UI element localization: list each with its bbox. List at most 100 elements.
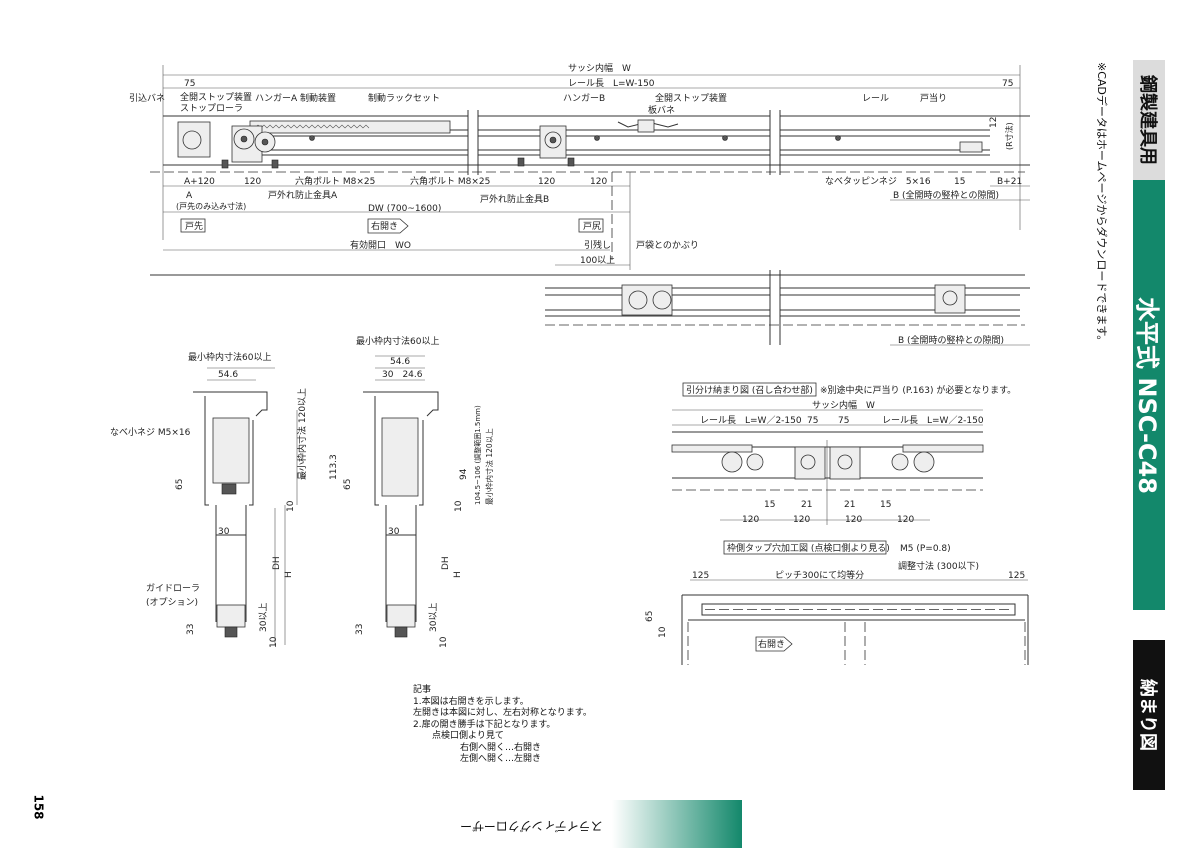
sash-width-label: サッシ内幅 W	[568, 62, 631, 74]
right-adjust-range: 104.5~106 (調整範囲1.5mm)	[473, 405, 482, 505]
door-tail-label: 戸尻	[583, 221, 601, 232]
right-min-height: 最小枠内寸法 120以上	[484, 428, 494, 505]
pocket-overlap-label: 戸袋とのかぶり	[636, 239, 699, 251]
dim-120-b: 120	[538, 177, 555, 187]
right-dim-113-3: 113.3	[329, 454, 339, 480]
b-gap-note: B (全開時の竪枠との隙間)	[893, 189, 999, 201]
cad-download-note: ※CADデータはホームページからダウンロードできます。	[1095, 62, 1120, 362]
section-left: 最小枠内寸法60以上 54.6 なべ小ネジ M5×16 65 最小枠内寸法 12…	[110, 351, 308, 648]
right-dim-30min: 30以上	[428, 603, 439, 632]
label-hex-bolt-2: 六角ボルト M8×25	[410, 175, 490, 187]
dim-a-plus-120: A+120	[184, 177, 215, 187]
dim-15: 15	[954, 177, 965, 187]
tap-hole-10: 10	[658, 626, 668, 638]
right-open-label: 右開き	[371, 220, 398, 232]
label-full-open-stop-2: 全開ストップ装置	[655, 92, 727, 104]
top-view-labels: サッシ内幅 W レール長 L=W-150 75 75 引込バネ 全開ストップ装置…	[129, 62, 1022, 266]
page-number: 158	[31, 794, 46, 820]
left-dim-10a: 10	[286, 500, 296, 512]
label-brake-device: 制動装置	[300, 92, 336, 104]
bi-parting-note: ※別途中央に戸当り (P.163) が必要となります。	[820, 384, 1016, 396]
tap-hole-title: 枠側タップ穴加工図 (点検口側より見る)	[727, 542, 890, 554]
label-tapping-screw: なべタッピンネジ 5×16	[825, 176, 931, 187]
full-open-view: B (全開時の竪枠との隙間)	[545, 270, 1030, 346]
bi-parting-sash-width: サッシ内幅 W	[812, 399, 875, 411]
bi-parting-120-4: 120	[897, 515, 914, 525]
section-label: 納まり図	[1137, 679, 1158, 751]
dim-75-right: 75	[1002, 79, 1013, 89]
tap-hole-spec: M5 (P=0.8)	[900, 544, 951, 554]
right-dim-30: 30	[388, 527, 400, 537]
notes-block: 記事 1.本図は右開きを示します。 左開きは本図に対し、左右対称となります。 2…	[413, 685, 592, 766]
label-anti-derail-b: 戸外れ防止金具B	[480, 193, 549, 205]
door-tip-label: 戸先	[185, 220, 203, 232]
label-rail: レール	[862, 94, 889, 104]
left-dh: DH	[272, 556, 282, 570]
bi-parting-75-right: 75	[838, 416, 849, 426]
left-dim-65: 65	[175, 479, 185, 490]
footer-title: スライディングクローザー	[460, 819, 603, 833]
left-screw-label: なべ小ネジ M5×16	[110, 427, 191, 438]
label-hanger-b: ハンガーB	[563, 93, 605, 104]
left-dim-54-6: 54.6	[218, 370, 238, 380]
footer-gradient-band	[612, 800, 742, 848]
cad-download-text: ※CADデータはホームページからダウンロードできます。	[1095, 62, 1108, 347]
label-full-open-stop: 全開ストップ装置	[180, 91, 252, 103]
bi-parting-title: 引分け納まり図 (召し合わせ部)	[686, 384, 813, 396]
label-anti-derail-a: 戸外れ防止金具A	[268, 189, 338, 201]
min-100-label: 100以上	[580, 255, 615, 266]
right-dim-10a: 10	[454, 500, 464, 512]
dim-dw: DW (700~1600)	[368, 204, 441, 214]
guide-roller-label: ガイドローラ	[146, 583, 200, 594]
left-dim-30min: 30以上	[258, 603, 269, 632]
left-dim-33: 33	[186, 624, 196, 635]
label-stop-roller: ストップローラ	[180, 103, 243, 114]
tap-hole-125-right: 125	[1008, 571, 1025, 581]
note-line: 左開きは本図に対し、左右対称となります。	[413, 708, 592, 718]
bi-parting-drawing: 引分け納まり図 (召し合わせ部) ※別途中央に戸当り (P.163) が必要とな…	[671, 382, 1016, 525]
tap-hole-pitch: ピッチ300にて均等分	[775, 569, 864, 581]
dim-a: A	[186, 191, 193, 201]
notes-title: 記事	[413, 685, 432, 695]
rail-length-label: レール長 L=W-150	[568, 78, 655, 89]
tap-hole-right-open: 右開き	[758, 638, 785, 650]
label-hex-bolt-1: 六角ボルト M8×25	[295, 175, 375, 187]
bi-parting-21-right: 21	[844, 500, 855, 510]
dim-75-left: 75	[184, 79, 195, 89]
left-dim-30: 30	[218, 527, 230, 537]
label-brake-rack-set: 制動ラックセット	[368, 92, 440, 104]
label-hanger-a: ハンガーA	[255, 93, 298, 104]
bi-parting-120-1: 120	[742, 515, 759, 525]
section-right: 最小枠内寸法60以上 54.6 30 24.6 113.3 65 94 104.…	[329, 335, 494, 648]
category-tab: 鋼製建具用	[1133, 60, 1165, 180]
bi-parting-120-3: 120	[845, 515, 862, 525]
right-min-frame: 最小枠内寸法60以上	[356, 335, 439, 347]
right-h: H	[453, 571, 463, 578]
bi-parting-rail-right: レール長 L=W／2-150	[882, 415, 984, 426]
lower-b-gap-note: B (全開時の竪枠との隙間)	[898, 334, 1004, 346]
left-min-height: 最小枠内寸法 120以上	[296, 388, 308, 480]
product-label: 水平式 NSC-C48	[1132, 296, 1161, 494]
left-dim-10b: 10	[269, 636, 279, 648]
dim-b-plus-21: B+21	[997, 177, 1022, 187]
bi-parting-rail-left: レール長 L=W／2-150	[700, 415, 802, 426]
tap-hole-125-left: 125	[692, 571, 709, 581]
right-dh: DH	[441, 556, 451, 570]
left-min-frame: 最小枠内寸法60以上	[188, 351, 271, 363]
remaining-label: 引残し	[584, 239, 611, 251]
left-h: H	[284, 571, 294, 578]
right-dim-33: 33	[355, 624, 365, 635]
a-note: (戸先のみ込み寸法)	[176, 201, 246, 211]
guide-roller-option: (オプション)	[146, 597, 198, 608]
bi-parting-21-left: 21	[801, 500, 812, 510]
bi-parting-15-right: 15	[880, 500, 891, 510]
bi-parting-75-left: 75	[807, 416, 818, 426]
r-dim: 12	[989, 117, 999, 128]
tap-hole-drawing: 枠側タップ穴加工図 (点検口側より見る) M5 (P=0.8) 調整寸法 (30…	[645, 540, 1029, 665]
product-tab: 水平式 NSC-C48	[1133, 180, 1165, 610]
right-dim-10b: 10	[439, 636, 449, 648]
right-dim-94: 94	[459, 468, 469, 480]
note-line: 左側へ開く…左開き	[433, 754, 542, 764]
right-dim-54-6: 54.6	[390, 357, 410, 367]
